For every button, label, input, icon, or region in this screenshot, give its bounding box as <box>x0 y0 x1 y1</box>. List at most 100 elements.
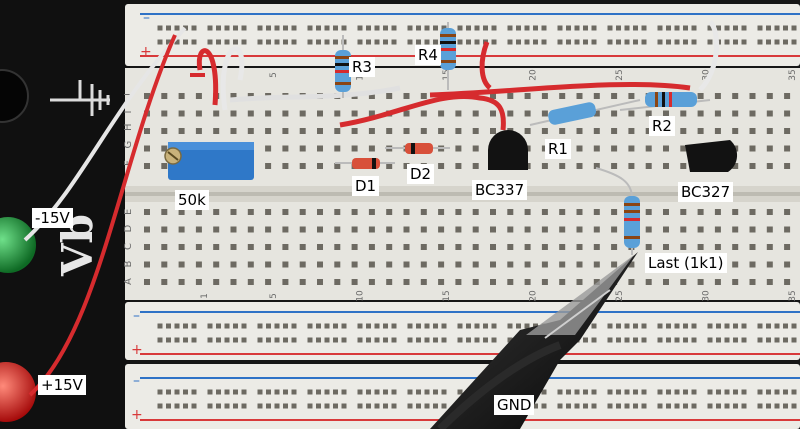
ground-alligator-clip[interactable] <box>430 252 638 429</box>
rail-hole <box>607 389 613 395</box>
rail-hole <box>733 337 738 343</box>
rail-hole <box>307 389 313 395</box>
breadboard-hole <box>299 110 306 117</box>
rail-hole <box>433 389 438 395</box>
rail-hole <box>341 337 347 343</box>
rail-hole <box>174 389 180 395</box>
rail-hole <box>274 389 280 395</box>
rail-hole <box>191 389 197 395</box>
rail-hole <box>216 323 221 329</box>
rail-hole <box>674 323 680 329</box>
breadboard-hole <box>230 128 237 134</box>
breadboard-hole <box>559 226 566 233</box>
breadboard-hole <box>766 163 773 169</box>
breadboard-hole <box>455 128 462 134</box>
rail-hole <box>433 25 438 31</box>
breadboard-hole <box>593 145 600 152</box>
breadboard-hole <box>507 261 514 268</box>
breadboard-hole <box>749 128 756 134</box>
breadboard-hole <box>386 163 393 169</box>
breadboard-hole <box>144 209 150 215</box>
breadboard-hole <box>403 163 410 169</box>
breadboard-hole <box>368 145 375 152</box>
rail-hole <box>307 323 313 329</box>
breadboard-hole <box>195 110 202 117</box>
breadboard-hole <box>593 261 600 268</box>
red-terminal[interactable] <box>0 362 36 422</box>
rail-hole <box>391 403 397 409</box>
breadboard-hole <box>541 110 548 117</box>
breadboard-hole <box>213 110 220 117</box>
column-number: 10 <box>356 290 366 302</box>
breadboard-hole <box>490 110 496 117</box>
breadboard-hole <box>265 209 272 215</box>
breadboard-hole <box>680 244 687 250</box>
rail-hole <box>591 25 597 31</box>
rail-hole <box>741 403 747 409</box>
rail-hole <box>233 39 238 45</box>
rail-hole <box>333 25 338 31</box>
rail-hole <box>591 323 597 329</box>
rail-hole <box>733 25 738 31</box>
breadboard-hole <box>420 226 427 233</box>
breadboard-hole <box>749 244 756 250</box>
rail-hole <box>333 323 338 329</box>
rail-hole <box>483 25 488 31</box>
breadboard-hole <box>178 279 185 285</box>
rail-hole <box>207 389 213 395</box>
label-d2: D2 <box>407 164 435 184</box>
rail-hole <box>574 25 580 31</box>
rail-hole <box>433 337 438 343</box>
rail-hole <box>766 39 771 45</box>
breadboard-hole <box>455 110 462 117</box>
black-terminal[interactable] <box>0 69 29 123</box>
breadboard-hole <box>420 209 427 215</box>
rail-hole <box>541 25 547 31</box>
rail-hole <box>574 39 580 45</box>
row-letter: E <box>123 209 134 215</box>
rail-hole <box>674 25 680 31</box>
rail-hole <box>707 39 713 45</box>
red-wire-top <box>429 81 691 98</box>
rail-hole <box>407 403 413 409</box>
rail-hole <box>416 403 421 409</box>
green-terminal[interactable] <box>0 217 36 273</box>
rail-hole <box>324 337 330 343</box>
breadboard-hole <box>351 128 358 134</box>
rail-hole <box>216 403 221 409</box>
breadboard-hole <box>351 145 358 152</box>
rail-hole <box>783 323 788 329</box>
potentiometer-50k[interactable] <box>164 142 254 180</box>
breadboard-hole <box>438 163 445 169</box>
breadboard-hole <box>524 226 531 233</box>
breadboard-hole <box>576 163 583 169</box>
rail-hole <box>191 323 197 329</box>
breadboard-hole <box>576 244 583 250</box>
breadboard-hole <box>386 226 393 233</box>
column-number: 1 <box>200 293 210 299</box>
rail-hole <box>557 403 563 409</box>
rail-hole <box>774 39 780 45</box>
breadboard-hole <box>645 163 652 169</box>
rail-hole <box>657 389 663 395</box>
rail-hole <box>416 389 421 395</box>
breadboard-hole <box>144 93 150 99</box>
rail-hole <box>324 389 330 395</box>
breadboard-hole <box>178 93 185 99</box>
rail-hole <box>641 337 647 343</box>
breadboard-hole <box>368 279 375 285</box>
rail-hole <box>766 337 771 343</box>
breadboard-hole <box>697 128 704 134</box>
rail-hole <box>424 25 430 31</box>
breadboard-hole <box>299 279 306 285</box>
rail-hole <box>583 403 588 409</box>
rail-hole <box>407 389 413 395</box>
breadboard-hole <box>766 261 773 268</box>
rail-hole <box>683 323 688 329</box>
breadboard-hole <box>420 93 427 99</box>
rail-hole <box>641 323 647 329</box>
rail-plus-mid: + <box>131 342 143 358</box>
rail-hole <box>207 323 213 329</box>
